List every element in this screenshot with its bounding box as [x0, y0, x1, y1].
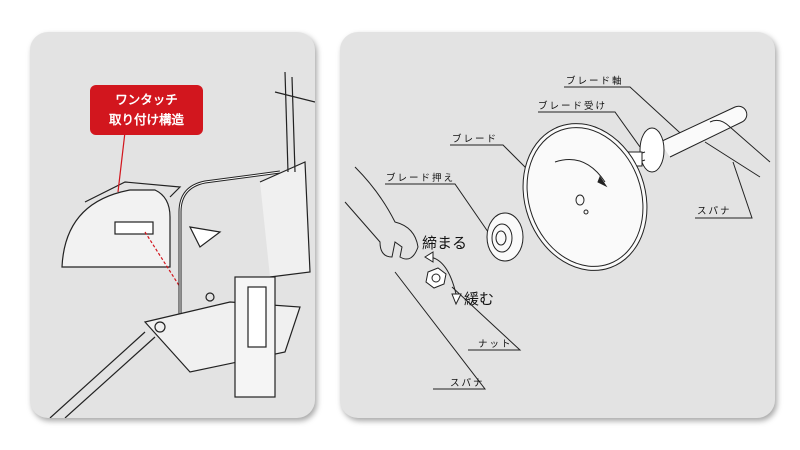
- label-nut: ナット: [478, 339, 513, 350]
- cutter-overview-panel: ワンタッチ 取り付け構造: [30, 32, 315, 418]
- label-loosen: 緩む: [464, 290, 495, 308]
- blade-assembly-panel: ブレード軸 ブレード受け ブレード ブレード押え 締まる 緩む ナット スパナ …: [340, 32, 775, 418]
- label-tighten: 締まる: [422, 234, 468, 252]
- label-spanner-left: スパナ: [450, 378, 485, 389]
- blade-assembly-illustration: [344, 86, 771, 390]
- label-spanner-right: スパナ: [697, 206, 732, 217]
- callout-line-2: 取り付け構造: [108, 112, 184, 127]
- cutter-machine-illustration: [49, 71, 315, 418]
- label-blade-receiver: ブレード受け: [538, 101, 608, 112]
- one-touch-mount-callout: ワンタッチ 取り付け構造: [90, 85, 203, 135]
- label-blade-shaft: ブレード軸: [566, 76, 624, 87]
- label-blade: ブレード: [452, 134, 499, 145]
- callout-line-1: ワンタッチ: [115, 92, 178, 107]
- label-blade-holder: ブレード押え: [386, 173, 456, 184]
